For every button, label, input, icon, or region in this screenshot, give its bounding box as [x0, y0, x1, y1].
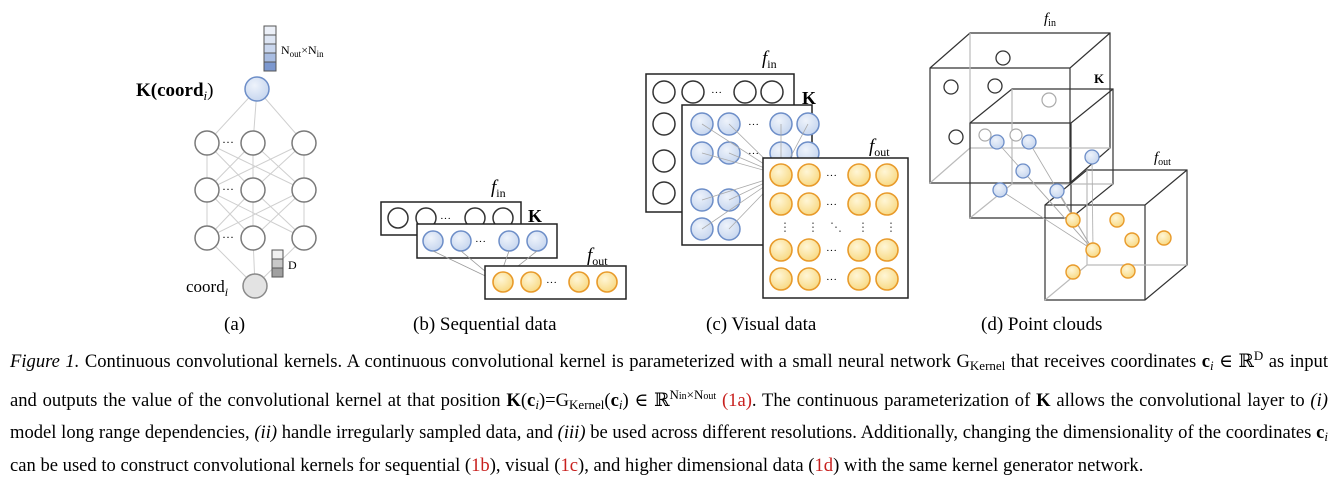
svg-text:···: ···	[748, 119, 759, 131]
panel-d-point-clouds	[929, 32, 1188, 301]
c-f-out-label: fout	[869, 136, 890, 159]
b-k-label: K	[528, 206, 542, 226]
input-dim-stack	[271, 249, 284, 278]
d-f-in-label: fin	[1044, 11, 1056, 29]
svg-text:···: ···	[826, 170, 837, 182]
svg-text:···: ···	[222, 135, 234, 149]
coord-label: coordi	[186, 277, 228, 299]
ref-1a[interactable]: (1a)	[721, 389, 752, 411]
subcaption-d: (d) Point clouds	[981, 314, 1103, 335]
svg-text:···: ···	[222, 230, 234, 244]
d-f-out-label: fout	[1154, 150, 1171, 168]
svg-text:···: ···	[546, 277, 557, 289]
input-dim-label: D	[288, 258, 297, 272]
subcaption-a: (a)	[224, 314, 246, 335]
svg-text:···: ···	[711, 87, 722, 99]
svg-text:⋮: ⋮	[779, 220, 791, 234]
b-f-in-label: fin	[491, 177, 506, 200]
subcaption-c: (c) Visual data	[706, 314, 817, 335]
svg-text:⋮: ⋮	[857, 220, 869, 234]
svg-text:···: ···	[222, 182, 234, 196]
figure-label: Figure 1.	[10, 351, 80, 372]
output-dim-label: Nout×Nin	[281, 43, 324, 59]
svg-text:⋱: ⋱	[830, 220, 842, 234]
c-f-in-label: fin	[762, 48, 777, 71]
svg-text:···: ···	[440, 213, 451, 225]
b-f-out-label: fout	[587, 245, 608, 268]
panel-d-points	[943, 50, 1172, 280]
kernel-label: K(coordi)	[136, 80, 214, 103]
d-k-label: K	[1094, 71, 1105, 86]
svg-text:⋮: ⋮	[807, 220, 819, 234]
c-k-label: K	[802, 88, 816, 108]
svg-text:···: ···	[475, 236, 486, 248]
ref-1c[interactable]: 1c	[560, 454, 578, 476]
panel-a-network: Nout×Nin K(coordi) ··· ··· ··· coordi	[136, 25, 324, 299]
coord-input-node	[242, 273, 268, 299]
svg-text:···: ···	[826, 199, 837, 211]
panel-b-sequential: fin ··· K ··· fout ···	[380, 177, 627, 300]
svg-text:⋮: ⋮	[885, 220, 897, 234]
hidden-nodes	[194, 130, 317, 251]
svg-text:···: ···	[826, 274, 837, 286]
ref-1b[interactable]: 1b	[471, 454, 490, 476]
figure-caption: Figure 1. Continuous convolutional kerne…	[10, 348, 1328, 476]
output-dim-stack	[263, 25, 277, 72]
kernel-output-node	[244, 76, 270, 102]
svg-text:···: ···	[826, 245, 837, 257]
ref-1d[interactable]: 1d	[814, 454, 834, 476]
panel-c-visual: fin ··· K ··· ··· fout	[645, 48, 909, 299]
svg-text:···: ···	[748, 148, 759, 160]
hidden-ellipses: ··· ··· ···	[222, 135, 234, 244]
subcaption-b: (b) Sequential data	[413, 314, 557, 335]
figure-canvas: Nout×Nin K(coordi) ··· ··· ··· coordi	[136, 11, 1188, 301]
